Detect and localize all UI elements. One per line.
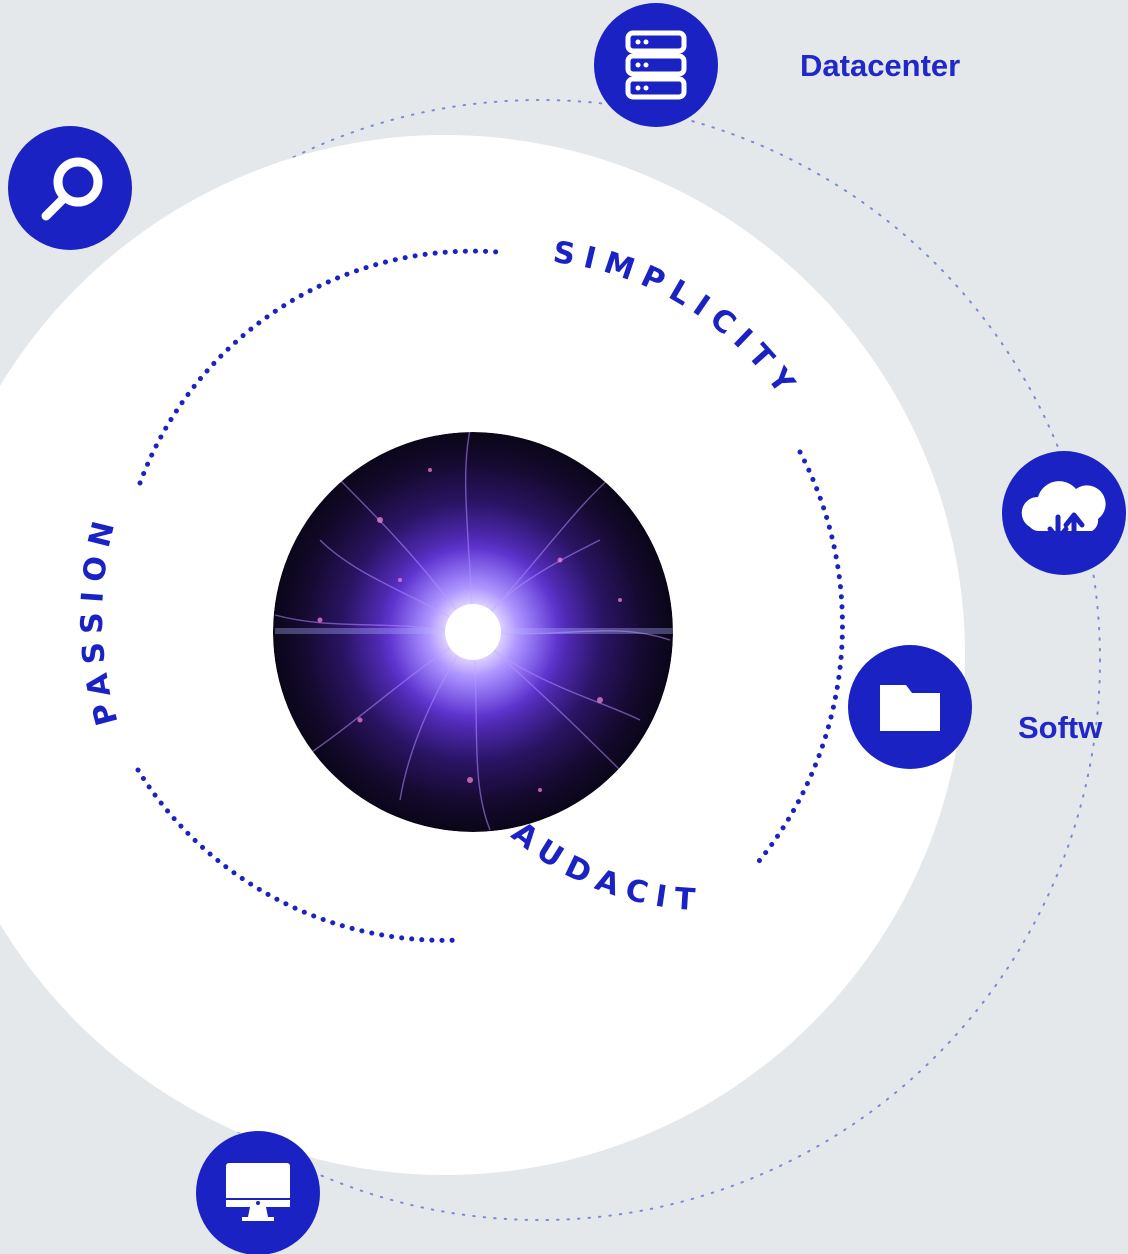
label-datacenter: Datacenter — [800, 48, 960, 83]
orbit-node-search[interactable] — [8, 126, 132, 250]
cloud-sync-icon — [1021, 481, 1106, 542]
label-software: Softw — [1018, 710, 1103, 745]
orbit-node-software[interactable] — [848, 645, 972, 769]
orbit-node-datacenter[interactable] — [594, 3, 718, 127]
monitor-icon — [226, 1163, 290, 1221]
orbit-node-cloud[interactable] — [1002, 451, 1126, 575]
orbit-ring — [0, 99, 1101, 1221]
orbit-node-desktop[interactable] — [196, 1131, 320, 1254]
search-icon — [41, 157, 103, 221]
folder-icon — [880, 685, 940, 731]
cosmic-burst-image — [273, 432, 673, 832]
inner-dotted-ring — [135, 248, 845, 943]
server-rack-icon — [625, 30, 687, 100]
